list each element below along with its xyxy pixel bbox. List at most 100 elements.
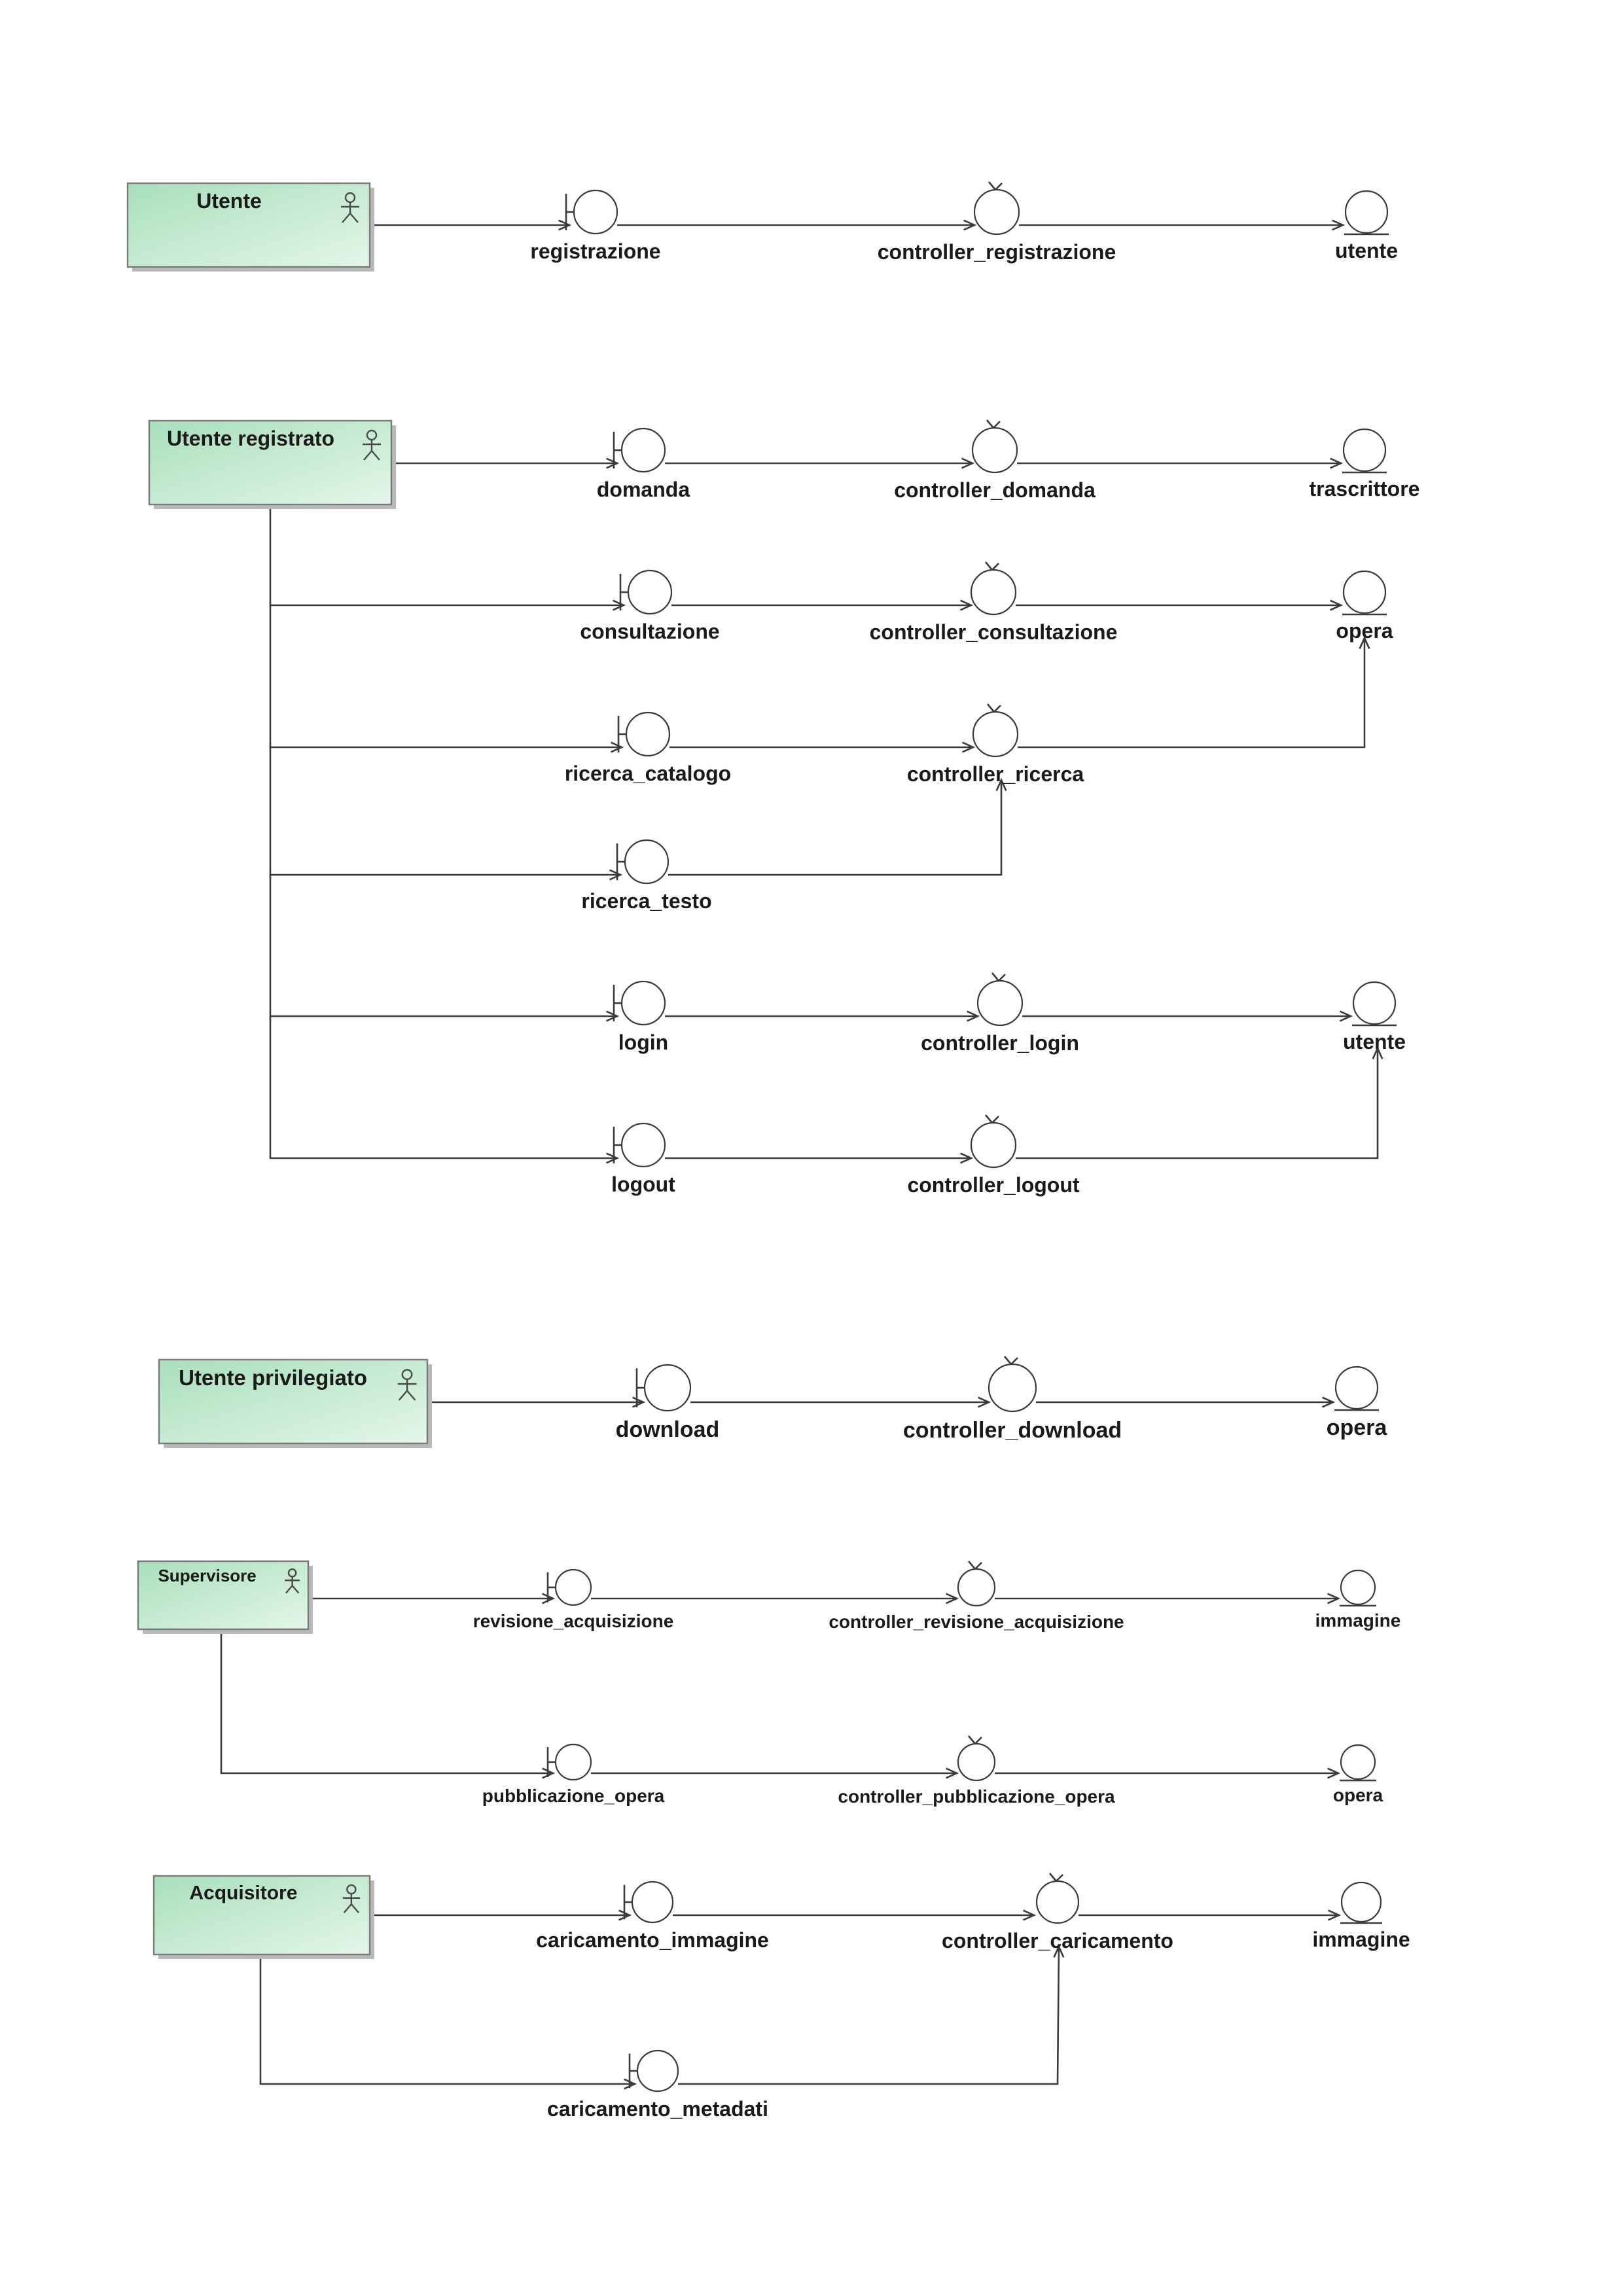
connector-c-ricerca-to-e-opera-1[interactable] [1018,635,1370,749]
control-c-logout[interactable]: controller_logout [907,1114,1080,1197]
boundary-b-caricamento-immagine[interactable]: caricamento_immagine [536,1881,769,1952]
connector-supervisore-to-b-pubblicazione-opera[interactable] [220,1629,556,1779]
entity-e-utente-2[interactable]: utente [1343,981,1406,1053]
connector-utente-to-b-registrazione[interactable] [370,219,572,231]
arrowhead-icon [606,1010,620,1022]
actor-utente[interactable]: Utente [126,182,374,272]
connector-b-consultazione-to-c-consultazione[interactable] [671,599,974,611]
boundary-circle-icon [635,1364,692,1412]
control-label: controller_consultazione [870,620,1118,644]
control-circle-icon [972,703,1019,758]
connector-b-revisione-acquisizione-to-c-revisione-acquisizione[interactable] [591,1593,959,1604]
actor-supervisore[interactable]: Supervisore [137,1560,313,1634]
control-label: controller_logout [907,1173,1079,1197]
connector-b-login-to-c-login[interactable] [665,1010,980,1022]
arrowhead-icon [995,777,1007,791]
control-label: controller_login [921,1031,1079,1055]
connector-c-revisione-acquisizione-to-e-immagine-1[interactable] [995,1593,1341,1604]
boundary-b-download[interactable]: download [616,1364,720,1442]
boundary-b-pubblicazione-opera[interactable]: pubblicazione_opera [482,1743,665,1806]
connector-utente-registrato-to-b-logout[interactable] [269,1016,620,1164]
connector-b-pubblicazione-opera-to-c-pubblicazione-opera[interactable] [591,1767,959,1779]
connector-utente-registrato-to-b-ricerca-catalogo[interactable] [269,605,624,753]
boundary-b-login[interactable]: login [613,980,668,1054]
control-c-revisione-acquisizione[interactable]: controller_revisione_acquisizione [829,1561,1124,1632]
entity-label: trascrittore [1310,477,1420,501]
control-c-login[interactable]: controller_login [921,972,1079,1055]
connector-utente-registrato-to-b-consultazione[interactable] [269,504,626,611]
control-c-download[interactable]: controller_download [903,1356,1122,1443]
control-c-ricerca[interactable]: controller_ricerca [907,703,1084,786]
connector-b-ricerca-testo-to-c-ricerca[interactable] [668,777,1007,876]
connector-b-caricamento-metadati-to-c-caricamento[interactable] [678,1944,1065,2085]
boundary-circle-icon [617,711,671,757]
entity-label: opera [1333,1785,1383,1805]
control-label: controller_pubblicazione_opera [838,1786,1115,1807]
connector-supervisore-to-b-revisione-acquisizione[interactable] [308,1593,556,1604]
actor-utente-privilegiato[interactable]: Utente privilegiato [158,1358,432,1448]
arrowhead-icon [618,1909,632,1921]
boundary-label: ricerca_testo [581,889,711,913]
boundary-b-consultazione[interactable]: consultazione [580,569,720,643]
boundary-label: caricamento_metadati [547,2097,768,2121]
entity-label: opera [1336,619,1393,643]
control-c-consultazione[interactable]: controller_consultazione [870,561,1118,644]
control-c-caricamento[interactable]: controller_caricamento [942,1873,1173,1952]
boundary-label: ricerca_catalogo [565,762,731,785]
boundary-b-registrazione[interactable]: registrazione [530,189,661,263]
actor-acquisitore[interactable]: Acquisitore [152,1875,374,1959]
boundary-b-caricamento-metadati[interactable]: caricamento_metadati [547,2049,768,2121]
arrowhead-icon [1322,1396,1336,1408]
boundary-label: registrazione [530,239,660,263]
connector-utente-privilegiato-to-b-download[interactable] [427,1396,646,1408]
actor-stick-figure-icon [285,1568,300,1594]
connector-b-download-to-c-download[interactable] [690,1396,991,1408]
boundary-label: login [618,1031,668,1054]
entity-e-immagine-2[interactable]: immagine [1312,1881,1410,1951]
connector-b-domanda-to-c-domanda[interactable] [665,457,975,469]
entity-e-opera-1[interactable]: opera [1336,570,1393,643]
boundary-label: logout [611,1173,675,1196]
connector-c-domanda-to-e-trascrittore[interactable] [1017,457,1344,469]
arrowhead-icon [946,1593,959,1604]
boundary-label: caricamento_immagine [536,1928,769,1952]
connector-b-registrazione-to-c-registrazione[interactable] [617,219,977,231]
actor-utente-registrato[interactable]: Utente registrato [148,419,396,509]
boundary-b-revisione-acquisizione[interactable]: revisione_acquisizione [473,1568,674,1631]
arrowhead-icon [961,457,975,469]
connector-utente-registrato-to-b-domanda[interactable] [391,457,620,469]
boundary-b-ricerca-testo[interactable]: ricerca_testo [581,839,712,913]
entity-e-utente-1[interactable]: utente [1335,190,1398,262]
connector-c-caricamento-to-e-immagine-2[interactable] [1079,1909,1342,1921]
connector-b-caricamento-immagine-to-c-caricamento[interactable] [673,1909,1037,1921]
control-circle-icon [976,972,1024,1027]
entity-e-immagine-1[interactable]: immagine [1315,1569,1401,1631]
actor-label: Supervisore [158,1566,256,1585]
entity-e-opera-3[interactable]: opera [1333,1744,1383,1805]
control-c-domanda[interactable]: controller_domanda [894,419,1096,502]
boundary-b-domanda[interactable]: domanda [597,427,690,501]
entity-e-trascrittore[interactable]: trascrittore [1310,428,1420,501]
control-c-registrazione[interactable]: controller_registrazione [878,181,1116,264]
boundary-b-logout[interactable]: logout [611,1122,675,1196]
boundary-label: download [616,1417,720,1442]
connector-c-login-to-e-utente-2[interactable] [1022,1010,1353,1022]
connector-c-download-to-e-opera-2[interactable] [1036,1396,1336,1408]
connector-b-logout-to-c-logout[interactable] [665,1152,974,1164]
connector-c-consultazione-to-e-opera-1[interactable] [1016,599,1344,611]
boundary-b-ricerca-catalogo[interactable]: ricerca_catalogo [565,711,731,785]
connector-c-pubblicazione-opera-to-e-opera-3[interactable] [995,1767,1341,1779]
connector-acquisitore-to-b-caricamento-immagine[interactable] [370,1909,632,1921]
entity-e-opera-2[interactable]: opera [1327,1366,1388,1440]
arrowhead-icon [606,457,620,469]
arrowhead-icon [1372,1046,1383,1059]
arrowhead-icon [1359,635,1370,649]
connector-c-registrazione-to-e-utente-1[interactable] [1019,219,1346,231]
control-c-pubblicazione-opera[interactable]: controller_pubblicazione_opera [838,1735,1115,1807]
connector-c-logout-to-e-utente-2[interactable] [1016,1046,1383,1159]
connector-acquisitore-to-b-caricamento-metadati[interactable] [259,1954,637,2090]
connector-b-ricerca-catalogo-to-c-ricerca[interactable] [669,741,976,753]
control-label: controller_revisione_acquisizione [829,1612,1124,1632]
connector-utente-registrato-to-b-login[interactable] [269,875,620,1022]
